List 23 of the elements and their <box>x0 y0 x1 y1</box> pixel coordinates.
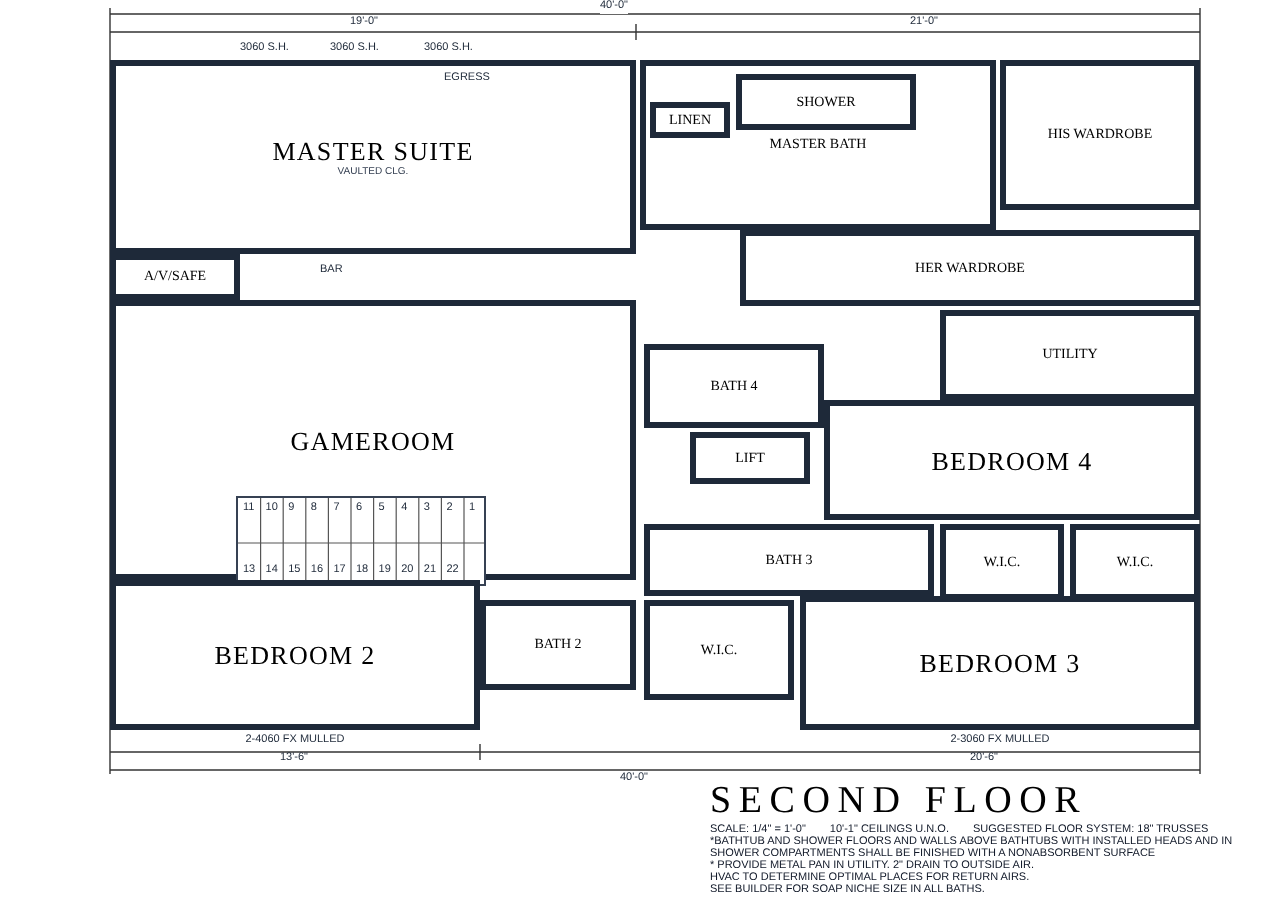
room-outline <box>1070 524 1200 600</box>
room-outline <box>650 102 730 138</box>
room-name: GAMEROOM <box>290 427 456 453</box>
room-outline <box>640 60 996 230</box>
room-outline <box>644 600 794 700</box>
room-name: BEDROOM 4 <box>931 447 1093 473</box>
room-name: BEDROOM 2 <box>214 642 376 668</box>
room-outline <box>940 524 1064 600</box>
room-outline <box>644 524 934 596</box>
room-outline <box>644 344 824 428</box>
room-outline <box>110 60 636 254</box>
room-outline <box>736 74 916 130</box>
room-name: MASTER SUITE <box>272 137 474 163</box>
room-outline <box>690 432 810 484</box>
room-name: BEDROOM 3 <box>919 650 1081 676</box>
room-outline <box>940 310 1200 400</box>
room-outline <box>480 600 636 690</box>
room-outline <box>110 300 636 580</box>
room-outline <box>110 254 240 300</box>
room-outline <box>824 400 1200 520</box>
room-outline <box>740 230 1200 306</box>
drawing-title: SECOND FLOOR <box>710 782 1090 820</box>
room-outline <box>1000 60 1200 210</box>
